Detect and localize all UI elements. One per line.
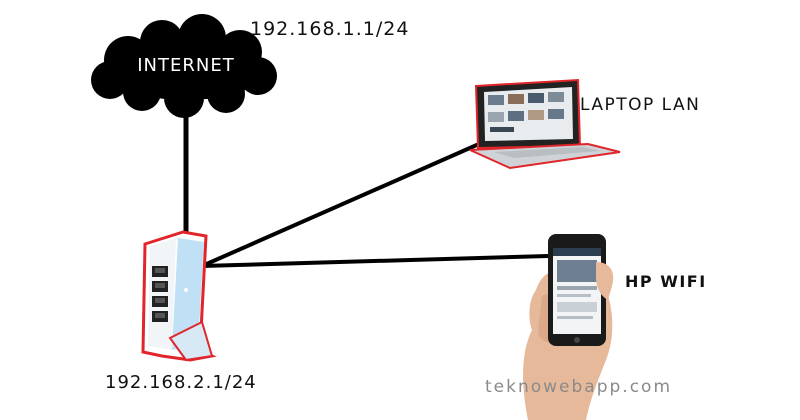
router-phone-link bbox=[201, 254, 549, 268]
laptop-icon bbox=[469, 78, 621, 170]
router-icon bbox=[141, 230, 217, 362]
router-ip-label: 192.168.2.1/24 bbox=[105, 372, 257, 393]
watermark-text: teknowebapp.com bbox=[485, 377, 673, 397]
internet-ip-label: 192.168.1.1/24 bbox=[250, 18, 410, 40]
laptop-label: LAPTOP LAN bbox=[580, 95, 701, 115]
smartphone-icon bbox=[523, 234, 614, 420]
router-laptop-link bbox=[201, 138, 489, 268]
internet-label: INTERNET bbox=[137, 55, 235, 76]
phone-label: HP WIFI bbox=[625, 272, 707, 291]
internet-cloud-icon bbox=[91, 14, 277, 118]
